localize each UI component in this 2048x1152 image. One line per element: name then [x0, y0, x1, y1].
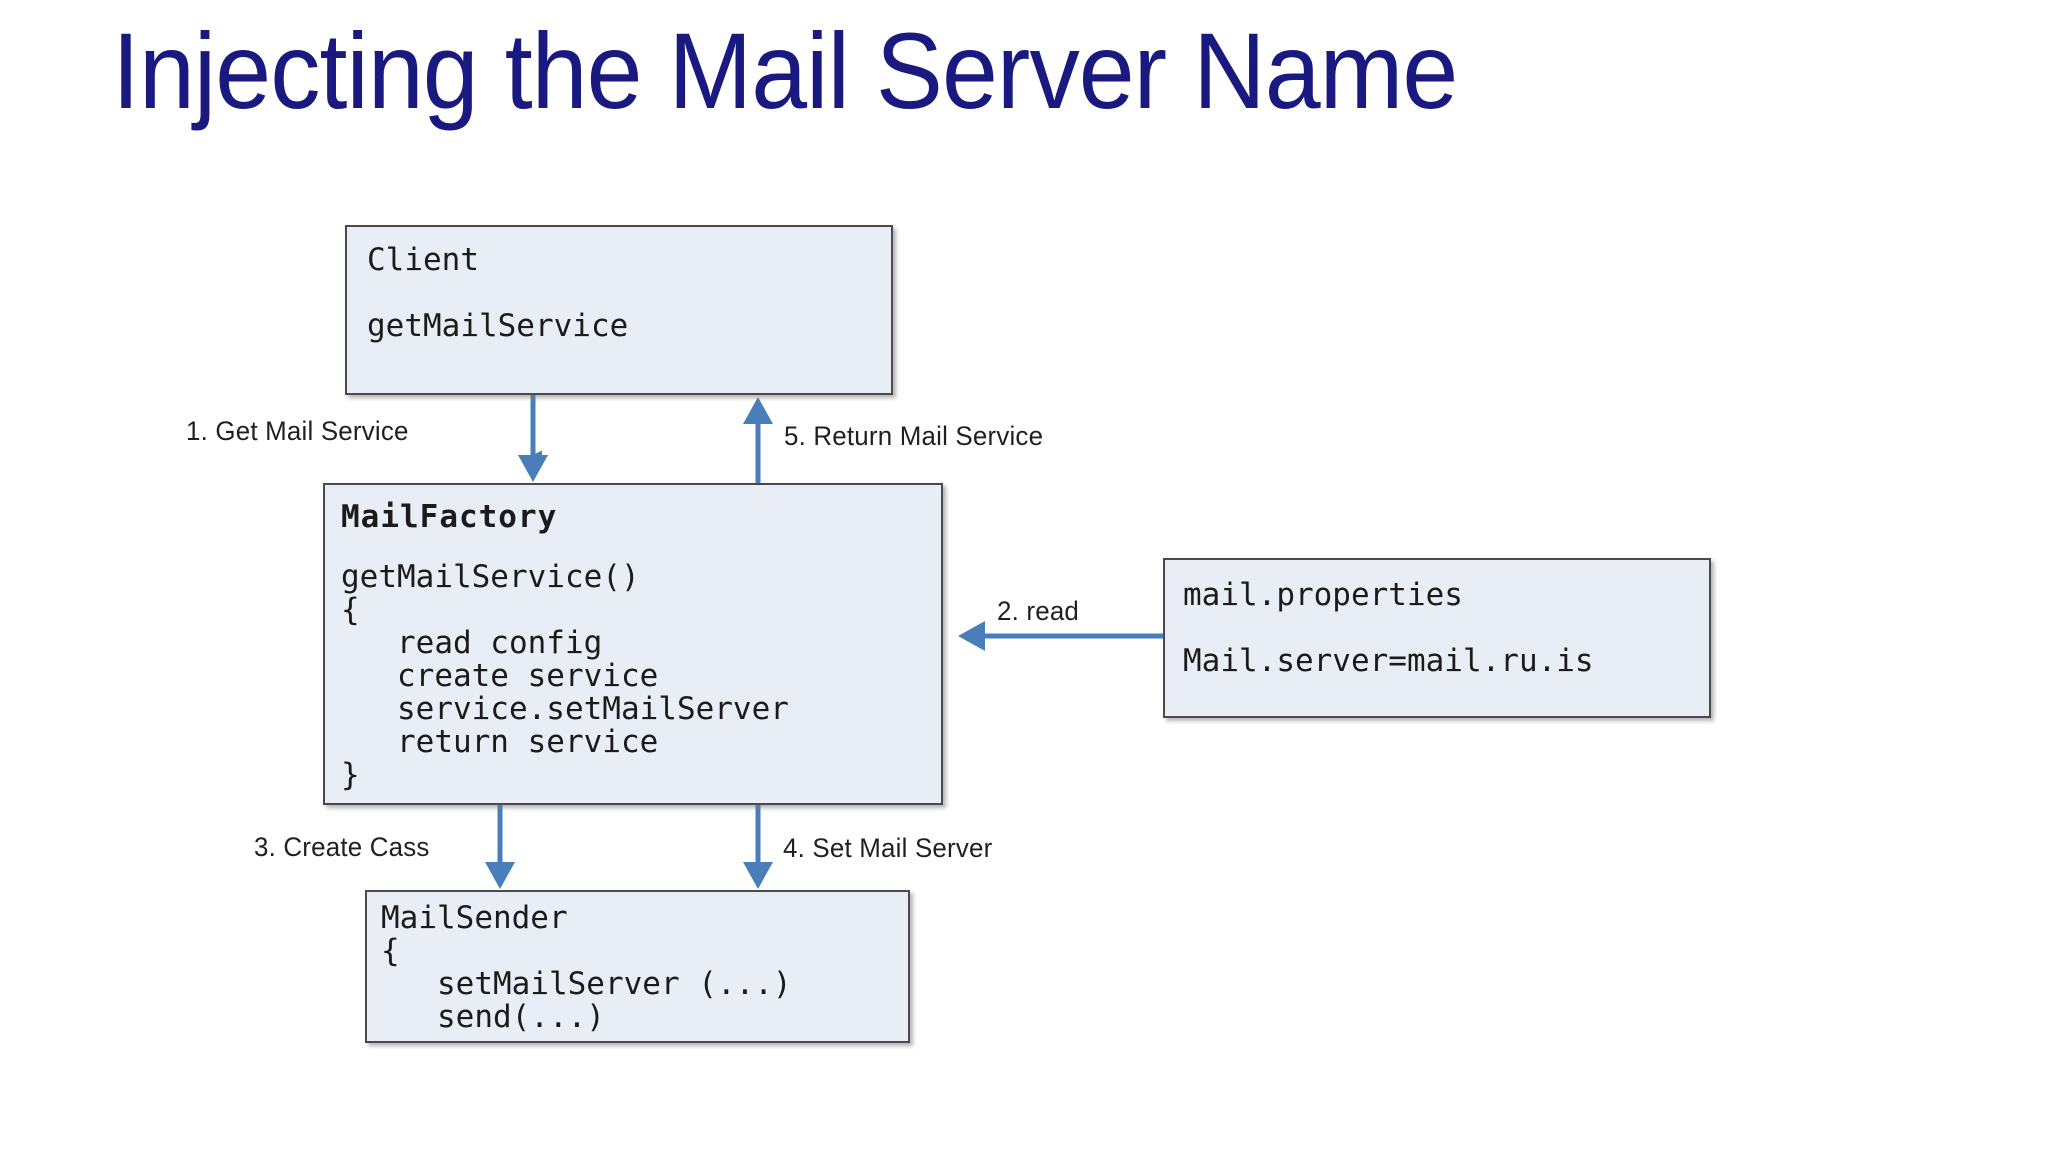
node-mailfactory-line-0: MailFactory	[341, 499, 558, 535]
page-title: Injecting the Mail Server Name	[112, 10, 1458, 131]
node-client-line-1	[367, 277, 891, 309]
arrow-label-2: 2. read	[997, 596, 1080, 626]
node-mailfactory-line-4: read config	[341, 625, 603, 661]
node-mailfactory-line-5: create service	[341, 658, 659, 694]
node-mailfactory-line-8: }	[341, 757, 360, 793]
node-mailsender-line-1: {	[381, 933, 400, 969]
node-mail-properties-line-2: Mail.server=mail.ru.is	[1183, 643, 1594, 679]
node-mailfactory-line-2: getMailService()	[341, 559, 640, 595]
node-mailfactory-line-1	[341, 537, 941, 561]
node-client[interactable]: Client getMailService	[345, 225, 893, 395]
node-mail-properties-line-1	[1183, 612, 1709, 644]
node-mailsender-line-0: MailSender	[381, 900, 568, 936]
node-mailfactory-line-3: {	[341, 592, 360, 628]
node-mailsender-line-3: send(...)	[381, 999, 605, 1035]
node-mailfactory-line-7: return service	[341, 724, 659, 760]
arrow-3-create-cass	[485, 805, 515, 889]
arrow-4-set-mail-server	[743, 805, 773, 889]
arrow-5-return-mail-service	[743, 397, 773, 483]
arrow-label-5: 5. Return Mail Service	[784, 421, 1044, 451]
node-mailfactory[interactable]: MailFactory getMailService() { read conf…	[323, 483, 943, 805]
node-client-line-2: getMailService	[367, 308, 629, 344]
node-client-line-0: Client	[367, 242, 479, 278]
arrow-label-3: 3. Create Cass	[254, 832, 430, 862]
node-mailfactory-line-6: service.setMailServer	[341, 691, 789, 727]
node-mail-properties[interactable]: mail.properties Mail.server=mail.ru.is	[1163, 558, 1711, 718]
node-mailsender[interactable]: MailSender { setMailServer (...) send(..…	[365, 890, 910, 1043]
node-mailsender-line-2: setMailServer (...)	[381, 966, 792, 1002]
arrow-label-1: 1. Get Mail Service	[186, 416, 409, 446]
node-mail-properties-line-0: mail.properties	[1183, 577, 1463, 613]
arrow-1-get-mail-service	[518, 395, 548, 482]
arrow-label-4: 4. Set Mail Server	[783, 833, 993, 863]
